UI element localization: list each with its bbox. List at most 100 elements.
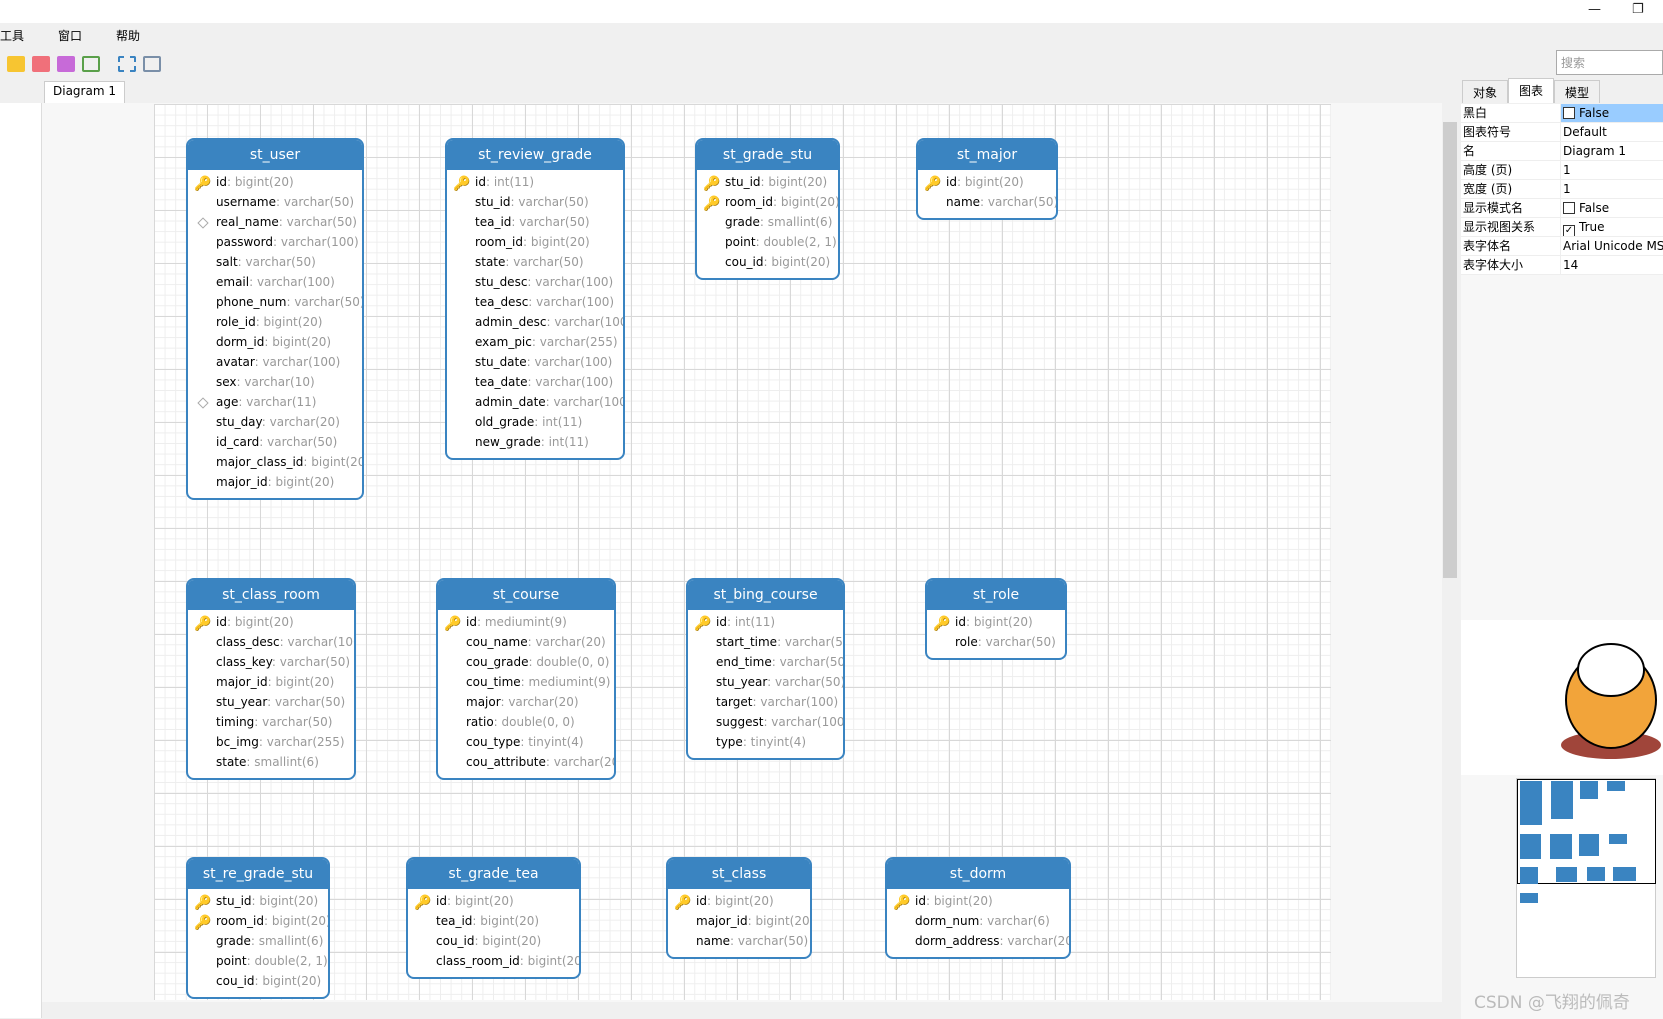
column-row[interactable]: cou_grade: double(0, 0) (466, 655, 610, 669)
column-row[interactable]: role: varchar(50) (955, 635, 1056, 649)
column-row[interactable]: dorm_id: bigint(20) (216, 335, 332, 349)
column-row[interactable]: cou_id: bigint(20) (436, 934, 542, 948)
property-row[interactable]: 高度 (页)1 (1461, 161, 1663, 180)
tab-objects[interactable]: 对象 (1462, 80, 1509, 103)
property-value[interactable]: 1 (1563, 163, 1571, 177)
column-row[interactable]: point: double(2, 1) (216, 954, 328, 968)
column-row[interactable]: dorm_address: varchar(20) (887, 931, 1069, 951)
property-row[interactable]: 宽度 (页)1 (1461, 180, 1663, 199)
tab-diagram-1[interactable]: Diagram 1 (44, 81, 125, 103)
column-row[interactable]: cou_type: tinyint(4) (466, 735, 584, 749)
column-row[interactable]: email: varchar(100) (216, 275, 335, 289)
table-title[interactable]: st_course (438, 580, 614, 610)
column-row[interactable]: start_time: varchar(50) (688, 632, 843, 652)
column-row[interactable]: new_grade: int(11) (475, 435, 589, 449)
column-row[interactable]: stu_date: varchar(100) (475, 355, 613, 369)
column-row[interactable]: cou_id: bigint(20) (725, 255, 831, 269)
column-row[interactable]: bc_img: varchar(255) (216, 735, 345, 749)
horizontal-scrollbar[interactable] (42, 1002, 1442, 1018)
column-row[interactable]: salt: varchar(50) (216, 255, 316, 269)
column-row[interactable]: major: varchar(20) (466, 695, 579, 709)
property-value[interactable]: Arial Unicode MS (1563, 239, 1663, 253)
property-value[interactable]: Diagram 1 (1563, 144, 1626, 158)
viewport-box[interactable] (1517, 779, 1656, 884)
table-st-major[interactable]: st_major🔑id: bigint(20)name: varchar(50) (916, 138, 1058, 220)
column-row[interactable]: state: varchar(50) (475, 255, 584, 269)
shape-icon[interactable] (57, 56, 75, 72)
column-row[interactable]: role_id: bigint(20) (216, 315, 323, 329)
column-row[interactable]: stu_year: varchar(50) (216, 695, 346, 709)
table-st-user[interactable]: st_user 🔑id: bigint(20) username: varchar(… (186, 138, 364, 500)
column-row[interactable]: 🔑id: bigint(20) (194, 615, 294, 632)
table-st-dorm[interactable]: st_dorm🔑id: bigint(20)dorm_num: varchar(… (885, 857, 1071, 959)
column-row[interactable]: admin_desc: varchar(100) (447, 312, 623, 332)
table-title[interactable]: st_bing_course (688, 580, 843, 610)
column-row[interactable]: stu_day: varchar(20) (216, 415, 340, 429)
column-row[interactable]: major_class_id: bigint(20) (188, 452, 362, 472)
column-row[interactable]: cou_name: varchar(20) (466, 635, 606, 649)
menu-help[interactable]: 帮助 (116, 29, 141, 43)
note-icon[interactable] (7, 56, 25, 72)
property-value[interactable]: True (1579, 220, 1605, 234)
table-title[interactable]: st_class (668, 859, 810, 889)
tab-model[interactable]: 模型 (1554, 80, 1601, 103)
column-row[interactable]: 🔑id: bigint(20) (924, 175, 1024, 192)
property-row[interactable]: 显示视图关系✓True (1461, 218, 1663, 237)
column-row[interactable]: tea_desc: varchar(100) (475, 295, 615, 309)
column-row[interactable]: 🔑id: int(11) (453, 175, 535, 192)
column-row[interactable]: 🔑stu_id: bigint(20) (194, 894, 319, 911)
checkbox[interactable] (1563, 202, 1575, 214)
property-value[interactable]: 14 (1563, 258, 1579, 272)
table-title[interactable]: st_grade_tea (408, 859, 579, 889)
table-title[interactable]: st_grade_stu (697, 140, 838, 170)
table-st-grade-tea[interactable]: st_grade_tea🔑id: bigint(20)tea_id: bigin… (406, 857, 581, 979)
restore-button[interactable]: ❐ (1632, 2, 1644, 17)
column-row[interactable]: state: smallint(6) (216, 755, 319, 769)
column-row[interactable]: class_desc: varchar(100) (188, 632, 354, 652)
table-st-course[interactable]: st_course 🔑id: mediumint(9) cou_name: varc… (436, 578, 616, 780)
image-icon[interactable] (32, 56, 50, 72)
column-row[interactable]: timing: varchar(50) (216, 715, 333, 729)
column-row[interactable]: 🔑id: bigint(20) (933, 615, 1033, 632)
column-row[interactable]: point: double(2, 1) (725, 235, 837, 249)
auto-layout-icon[interactable] (118, 56, 136, 72)
table-title[interactable]: st_user (188, 140, 362, 170)
table-title[interactable]: st_dorm (887, 859, 1069, 889)
column-row[interactable]: grade: smallint(6) (216, 934, 324, 948)
column-row[interactable]: 🔑room_id: bigint(20) (194, 914, 330, 931)
checkbox[interactable]: ✓ (1563, 225, 1575, 236)
column-row[interactable]: tea_date: varchar(100) (475, 375, 614, 389)
menu-tools[interactable]: 工具 (0, 29, 25, 43)
column-row[interactable]: target: varchar(100) (716, 695, 839, 709)
column-row[interactable]: stu_id: varchar(50) (475, 195, 589, 209)
column-row[interactable]: tea_id: bigint(20) (436, 914, 540, 928)
column-row[interactable]: end_time: varchar(50) (688, 652, 843, 672)
table-title[interactable]: st_review_grade (447, 140, 623, 170)
table-title[interactable]: st_major (918, 140, 1056, 170)
menu-window[interactable]: 窗口 (58, 29, 83, 43)
column-row[interactable]: grade: smallint(6) (725, 215, 833, 229)
search-input[interactable]: 搜索 (1556, 50, 1663, 75)
column-row[interactable]: username: varchar(50) (216, 195, 355, 209)
column-row[interactable]: major_id: bigint(20) (216, 675, 335, 689)
column-row[interactable]: dorm_num: varchar(6) (915, 914, 1050, 928)
column-row[interactable]: age: varchar(11) (188, 392, 362, 412)
column-row[interactable]: 🔑id: bigint(20) (194, 175, 294, 192)
scrollbar-thumb[interactable] (1443, 122, 1457, 578)
table-st-review-grade[interactable]: st_review_grade 🔑id: int(11) stu_id: varch… (445, 138, 625, 460)
column-row[interactable]: 🔑id: int(11) (694, 615, 776, 632)
column-row[interactable]: avatar: varchar(100) (216, 355, 341, 369)
table-st-re-grade-stu[interactable]: st_re_grade_stu 🔑stu_id: bigint(20) 🔑room_… (186, 857, 330, 999)
table-st-grade-stu[interactable]: st_grade_stu🔑stu_id: bigint(20)🔑room_id:… (695, 138, 840, 280)
column-row[interactable]: phone_num: varchar(50) (216, 295, 364, 309)
column-row[interactable]: admin_date: varchar(100) (447, 392, 623, 412)
overview-minimap[interactable] (1516, 778, 1656, 978)
column-row[interactable]: stu_desc: varchar(100) (475, 275, 614, 289)
column-row[interactable]: 🔑id: mediumint(9) (444, 615, 567, 632)
column-row[interactable]: 🔑stu_id: bigint(20) (703, 175, 828, 192)
column-row[interactable]: cou_time: mediumint(9) (466, 675, 611, 689)
property-value[interactable]: False (1579, 106, 1610, 120)
table-title[interactable]: st_re_grade_stu (188, 859, 328, 889)
column-row[interactable]: suggest: varchar(100) (688, 712, 843, 732)
